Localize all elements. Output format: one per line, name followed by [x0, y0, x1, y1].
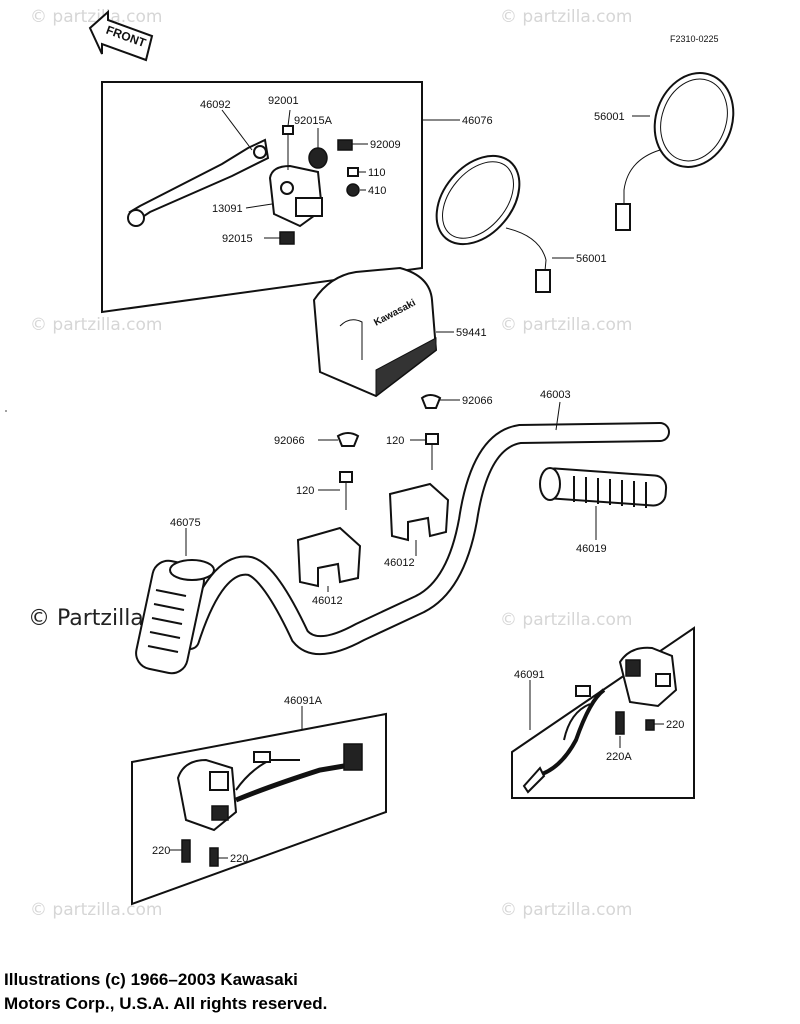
- lever-holder-icon: [268, 164, 324, 228]
- callout-92066-left: 92066: [274, 435, 305, 447]
- screw-icon: [181, 839, 191, 863]
- callout-92009: 92009: [370, 139, 401, 151]
- plug-icon: [336, 432, 360, 447]
- screw-icon: [337, 139, 353, 151]
- callout-46019: 46019: [576, 543, 607, 555]
- watermark-group: © partzilla.com © partzilla.com © partzi…: [28, 7, 633, 920]
- nut-icon: [279, 231, 295, 245]
- callout-120-top: 120: [386, 435, 404, 447]
- callout-46092: 46092: [200, 99, 231, 111]
- watermark: © partzilla.com: [500, 610, 633, 630]
- grip-icon: [539, 467, 668, 508]
- brake-lever-icon: [127, 138, 270, 227]
- callout-46012-left: 46012: [312, 595, 343, 607]
- callout-46003: 46003: [540, 389, 571, 401]
- grip-icon: [135, 559, 215, 675]
- callout-46091: 46091: [514, 669, 545, 681]
- callout-110: 110: [368, 167, 386, 179]
- bolt-icon: [339, 471, 353, 510]
- callout-220-b: 220: [230, 853, 248, 865]
- callout-92066-right: 92066: [462, 395, 493, 407]
- watermark: © partzilla.com: [500, 315, 633, 335]
- mirror-icon: [615, 72, 735, 231]
- copyright-line: Illustrations (c) 1966–2003 Kawasaki: [4, 970, 298, 989]
- callout-92015a: 92015A: [294, 115, 333, 127]
- mirror-icon: [435, 154, 551, 293]
- bolt-icon: [282, 125, 294, 170]
- callout-13091: 13091: [212, 203, 243, 215]
- handlebar-icon: [180, 422, 670, 656]
- screw-icon: [209, 847, 219, 867]
- callout-46076: 46076: [462, 115, 493, 127]
- bolt-icon: [425, 433, 439, 470]
- plug-icon: [420, 394, 442, 409]
- callout-56001-left: 56001: [576, 253, 607, 265]
- diagram-code: F2310-0225: [670, 34, 719, 44]
- nut-icon: [308, 147, 328, 169]
- clamp-icon: [388, 482, 450, 542]
- switch-housing-icon: [522, 646, 678, 794]
- callout-56001-right: 56001: [594, 111, 625, 123]
- callout-220-right: 220: [666, 719, 684, 731]
- callout-92015: 92015: [222, 233, 253, 245]
- washer-icon: [346, 183, 360, 197]
- cover-icon: Kawasaki: [312, 266, 438, 398]
- switch-housing-icon: [176, 743, 363, 832]
- callout-220a: 220A: [606, 751, 632, 763]
- screw-icon: [615, 711, 625, 735]
- callout-46075: 46075: [170, 517, 201, 529]
- callout-220-a: 220: [152, 845, 170, 857]
- callout-59441: 59441: [456, 327, 487, 339]
- watermark: © partzilla.com: [500, 900, 633, 920]
- copyright-notice: Illustrations (c) 1966–2003 Kawasaki Mot…: [4, 968, 327, 1016]
- watermark: © partzilla.com: [30, 315, 163, 335]
- watermark: © partzilla.com: [30, 900, 163, 920]
- callout-120-left: 120: [296, 485, 314, 497]
- callout-46012-right: 46012: [384, 557, 415, 569]
- callout-410: 410: [368, 185, 386, 197]
- lever-assembly-panel: [101, 81, 423, 314]
- callout-92001: 92001: [268, 95, 299, 107]
- screw-icon: [645, 719, 655, 731]
- left-switch-panel: [131, 712, 387, 906]
- callout-46091a: 46091A: [284, 695, 323, 707]
- watermark: © partzilla.com: [500, 7, 633, 27]
- copyright-line: Motors Corp., U.S.A. All rights reserved…: [4, 994, 328, 1013]
- screw-icon: [347, 167, 359, 177]
- watermark: © partzilla.com: [30, 7, 163, 27]
- clamp-icon: [296, 526, 362, 588]
